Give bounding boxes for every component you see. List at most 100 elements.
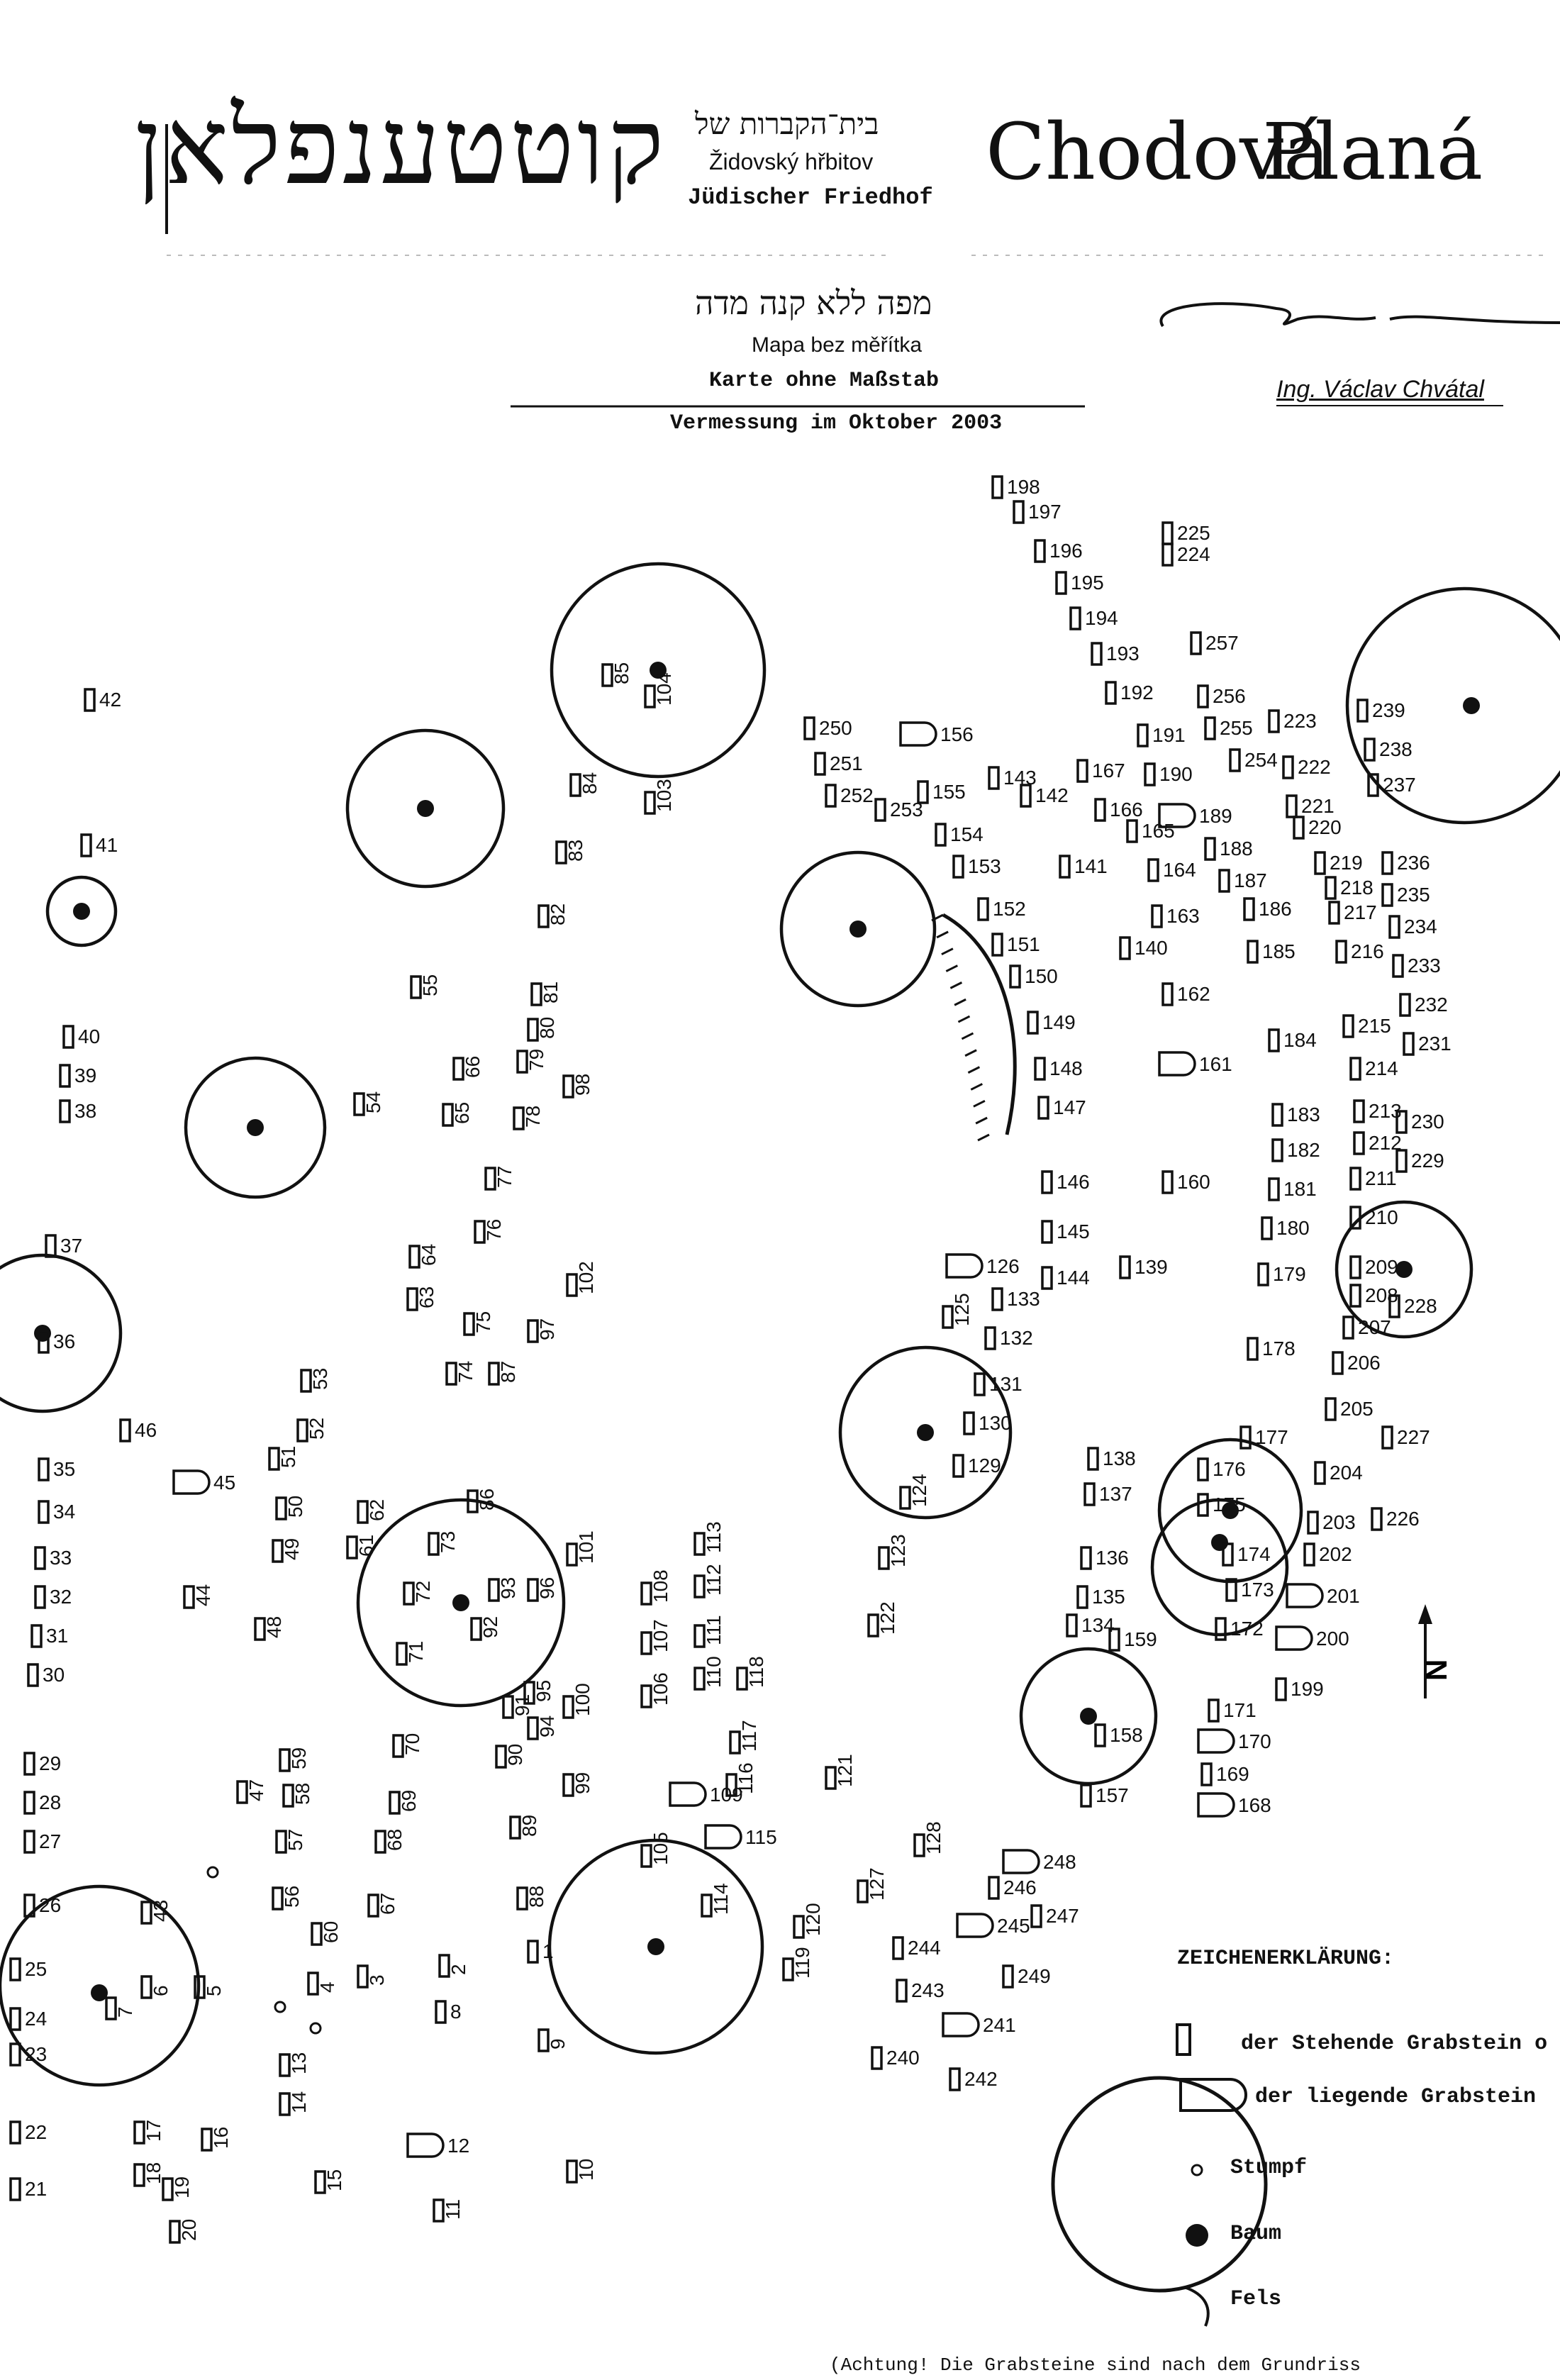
standing-grave-205[interactable]: 205 <box>1325 1397 1374 1421</box>
standing-grave-18[interactable]: 18 <box>133 2162 165 2187</box>
standing-grave-198[interactable]: 198 <box>991 475 1040 499</box>
standing-grave-167[interactable]: 167 <box>1076 759 1125 783</box>
standing-grave-108[interactable]: 108 <box>640 1569 672 1606</box>
standing-grave-73[interactable]: 73 <box>428 1531 459 1556</box>
standing-grave-138[interactable]: 138 <box>1087 1447 1136 1471</box>
standing-grave-143[interactable]: 143 <box>988 766 1037 790</box>
standing-grave-75[interactable]: 75 <box>463 1311 494 1336</box>
standing-grave-32[interactable]: 32 <box>34 1585 72 1609</box>
standing-grave-116[interactable]: 116 <box>725 1762 757 1797</box>
standing-grave-134[interactable]: 134 <box>1066 1613 1115 1637</box>
lying-grave-189[interactable]: 189 <box>1158 803 1232 828</box>
standing-grave-242[interactable]: 242 <box>949 2067 998 2091</box>
standing-grave-82[interactable]: 82 <box>537 903 569 928</box>
standing-grave-175[interactable]: 175 <box>1197 1493 1246 1517</box>
standing-grave-105[interactable]: 105 <box>640 1832 672 1868</box>
standing-grave-83[interactable]: 83 <box>555 840 586 864</box>
standing-grave-20[interactable]: 20 <box>169 2219 200 2244</box>
standing-grave-255[interactable]: 255 <box>1204 716 1253 740</box>
standing-grave-98[interactable]: 98 <box>562 1074 594 1099</box>
standing-grave-79[interactable]: 79 <box>516 1049 547 1074</box>
standing-grave-2[interactable]: 2 <box>438 1954 469 1978</box>
standing-grave-28[interactable]: 28 <box>23 1791 61 1815</box>
standing-grave-159[interactable]: 159 <box>1108 1628 1157 1652</box>
standing-grave-129[interactable]: 129 <box>952 1454 1001 1478</box>
standing-grave-219[interactable]: 219 <box>1314 851 1363 875</box>
standing-grave-130[interactable]: 130 <box>963 1411 1012 1435</box>
standing-grave-140[interactable]: 140 <box>1119 936 1168 960</box>
standing-grave-148[interactable]: 148 <box>1034 1057 1083 1081</box>
standing-grave-211[interactable]: 211 <box>1349 1167 1397 1191</box>
standing-grave-60[interactable]: 60 <box>311 1921 342 1946</box>
standing-grave-206[interactable]: 206 <box>1332 1351 1381 1375</box>
standing-grave-90[interactable]: 90 <box>495 1744 526 1769</box>
standing-grave-15[interactable]: 15 <box>314 2169 345 2194</box>
standing-grave-119[interactable]: 119 <box>782 1947 813 1981</box>
standing-grave-163[interactable]: 163 <box>1151 904 1200 928</box>
standing-grave-182[interactable]: 182 <box>1271 1138 1320 1162</box>
standing-grave-135[interactable]: 135 <box>1076 1585 1125 1609</box>
standing-grave-93[interactable]: 93 <box>488 1577 519 1602</box>
standing-grave-155[interactable]: 155 <box>917 780 966 804</box>
lying-grave-248[interactable]: 248 <box>1002 1849 1076 1874</box>
standing-grave-102[interactable]: 102 <box>566 1261 597 1297</box>
standing-grave-204[interactable]: 204 <box>1314 1461 1363 1485</box>
standing-grave-195[interactable]: 195 <box>1055 571 1104 595</box>
standing-grave-187[interactable]: 187 <box>1218 869 1267 893</box>
standing-grave-162[interactable]: 162 <box>1161 982 1210 1006</box>
standing-grave-137[interactable]: 137 <box>1083 1482 1132 1506</box>
standing-grave-72[interactable]: 72 <box>403 1581 434 1606</box>
standing-grave-213[interactable]: 213 <box>1353 1099 1402 1123</box>
standing-grave-4[interactable]: 4 <box>307 1972 338 1996</box>
standing-grave-172[interactable]: 172 <box>1215 1617 1264 1641</box>
standing-grave-233[interactable]: 233 <box>1392 954 1441 978</box>
standing-grave-103[interactable]: 103 <box>644 779 675 815</box>
standing-grave-180[interactable]: 180 <box>1261 1216 1310 1240</box>
standing-grave-223[interactable]: 223 <box>1268 709 1317 733</box>
standing-grave-169[interactable]: 169 <box>1200 1762 1249 1786</box>
standing-grave-190[interactable]: 190 <box>1144 762 1193 786</box>
standing-grave-228[interactable]: 228 <box>1388 1294 1437 1318</box>
standing-grave-69[interactable]: 69 <box>389 1790 420 1815</box>
standing-grave-216[interactable]: 216 <box>1335 940 1384 964</box>
standing-grave-35[interactable]: 35 <box>38 1457 75 1481</box>
standing-grave-247[interactable]: 247 <box>1030 1904 1079 1928</box>
standing-grave-164[interactable]: 164 <box>1147 858 1196 882</box>
lying-grave-201[interactable]: 201 <box>1286 1583 1360 1608</box>
standing-grave-212[interactable]: 212 <box>1353 1131 1402 1155</box>
standing-grave-14[interactable]: 14 <box>279 2091 310 2116</box>
standing-grave-158[interactable]: 158 <box>1094 1723 1143 1747</box>
standing-grave-17[interactable]: 17 <box>133 2120 165 2145</box>
standing-grave-25[interactable]: 25 <box>9 1957 47 1981</box>
standing-grave-210[interactable]: 210 <box>1349 1206 1398 1230</box>
standing-grave-10[interactable]: 10 <box>566 2159 597 2184</box>
standing-grave-99[interactable]: 99 <box>562 1772 594 1797</box>
standing-grave-133[interactable]: 133 <box>991 1287 1040 1311</box>
standing-grave-31[interactable]: 31 <box>30 1624 68 1648</box>
standing-grave-246[interactable]: 246 <box>988 1876 1037 1900</box>
standing-grave-24[interactable]: 24 <box>9 2007 47 2031</box>
standing-grave-92[interactable]: 92 <box>470 1616 501 1641</box>
standing-grave-254[interactable]: 254 <box>1229 748 1278 772</box>
standing-grave-81[interactable]: 81 <box>530 982 562 1006</box>
standing-grave-68[interactable]: 68 <box>374 1829 406 1854</box>
standing-grave-23[interactable]: 23 <box>9 2042 47 2067</box>
standing-grave-132[interactable]: 132 <box>984 1326 1033 1350</box>
standing-grave-147[interactable]: 147 <box>1037 1096 1086 1120</box>
standing-grave-152[interactable]: 152 <box>977 897 1026 921</box>
standing-grave-176[interactable]: 176 <box>1197 1457 1246 1481</box>
standing-grave-141[interactable]: 141 <box>1059 855 1108 879</box>
standing-grave-66[interactable]: 66 <box>452 1056 484 1081</box>
standing-grave-142[interactable]: 142 <box>1020 784 1069 808</box>
standing-grave-47[interactable]: 47 <box>236 1779 267 1804</box>
standing-grave-76[interactable]: 76 <box>474 1219 505 1244</box>
standing-grave-13[interactable]: 13 <box>279 2052 310 2077</box>
standing-grave-7[interactable]: 7 <box>105 1996 136 2020</box>
lying-grave-170[interactable]: 170 <box>1197 1728 1271 1754</box>
standing-grave-97[interactable]: 97 <box>527 1318 558 1343</box>
standing-grave-85[interactable]: 85 <box>601 662 633 687</box>
standing-grave-202[interactable]: 202 <box>1303 1542 1352 1567</box>
standing-grave-46[interactable]: 46 <box>119 1418 157 1442</box>
standing-grave-38[interactable]: 38 <box>59 1099 96 1123</box>
lying-grave-156[interactable]: 156 <box>899 721 974 747</box>
